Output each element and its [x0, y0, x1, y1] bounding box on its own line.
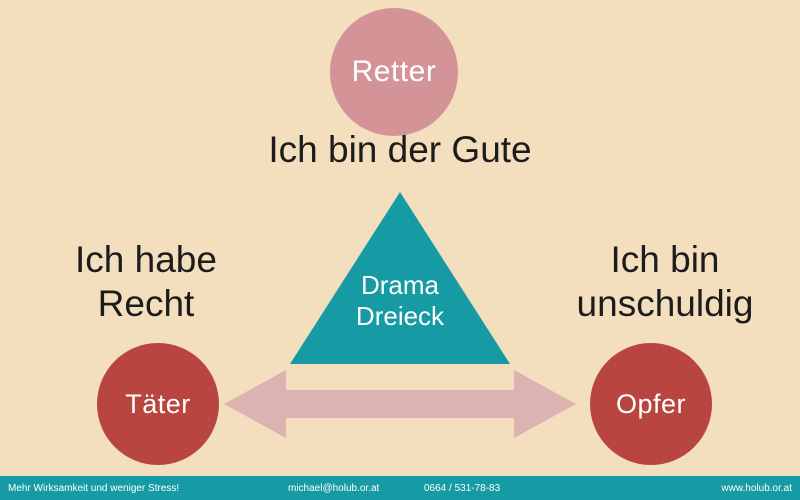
statement-opfer-line1: Ich bin	[610, 239, 720, 280]
statement-retter: Ich bin der Gute	[190, 128, 610, 172]
statement-opfer: Ich bin unschuldig	[540, 238, 790, 325]
footer-website[interactable]: www.holub.or.at	[721, 482, 792, 494]
role-label-taeter: Täter	[125, 388, 191, 419]
triangle-label-line2: Dreieck	[355, 300, 445, 331]
footer-email[interactable]: michael@holub.or.at	[288, 482, 380, 494]
statement-taeter-line2: Recht	[97, 282, 195, 324]
role-label-retter: Retter	[351, 55, 437, 88]
drama-triangle: Drama Dreieck	[290, 192, 510, 364]
role-circle-taeter: Täter	[97, 343, 219, 465]
statement-taeter: Ich habe Recht	[20, 238, 272, 325]
statement-opfer-line2: unschuldig	[576, 282, 754, 324]
footer-phone: 0664 / 531-78-83	[424, 482, 501, 494]
statement-taeter-line1: Ich habe	[75, 239, 217, 280]
triangle-label-line1: Drama	[360, 270, 439, 300]
statement-retter-text: Ich bin der Gute	[268, 129, 532, 170]
footer-bar: Mehr Wirksamkeit und weniger Stress! mic…	[0, 476, 800, 500]
role-circle-opfer: Opfer	[590, 343, 712, 465]
footer-slogan: Mehr Wirksamkeit und weniger Stress!	[8, 482, 180, 494]
role-circle-retter: Retter	[330, 8, 458, 136]
triangle-shape	[290, 192, 510, 364]
double-headed-arrow-icon	[224, 370, 576, 438]
triangle-label: Drama Dreieck	[290, 270, 510, 331]
role-label-opfer: Opfer	[615, 388, 687, 419]
